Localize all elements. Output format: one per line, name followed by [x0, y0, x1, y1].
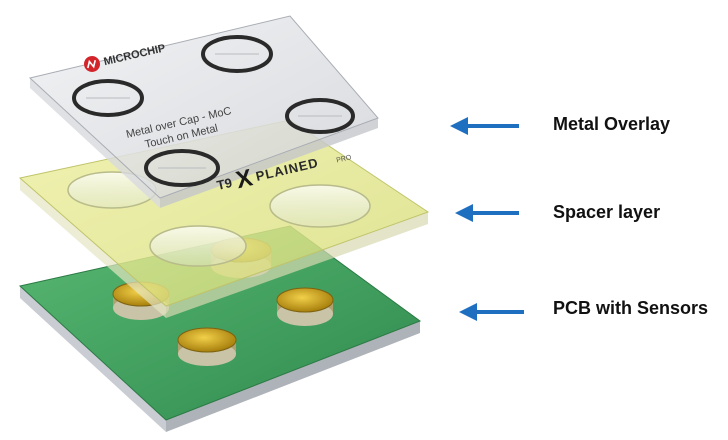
sensor-pad	[177, 327, 237, 366]
spacer-cutout	[269, 184, 371, 228]
board-name-x: X	[233, 164, 255, 194]
board-name-suffix: PRO	[336, 154, 353, 164]
arrow-pcb	[459, 303, 524, 321]
board-name-left: T9	[215, 175, 233, 193]
label-spacer-layer: Spacer layer	[553, 202, 661, 222]
arrow-left-icon	[455, 204, 473, 222]
touch-ring	[285, 98, 355, 134]
label-metal-overlay: Metal Overlay	[553, 114, 671, 134]
arrow-metal-overlay	[450, 117, 519, 135]
arrow-left-icon	[450, 117, 468, 135]
touch-ring	[72, 79, 144, 117]
arrow-spacer-layer	[455, 204, 519, 222]
touch-ring	[144, 149, 220, 187]
sensor-pad	[276, 287, 334, 326]
spacer-cutout	[149, 225, 247, 267]
touch-ring	[201, 35, 273, 73]
arrow-left-icon	[459, 303, 477, 321]
label-pcb-with-sensors: PCB with Sensors	[553, 298, 709, 318]
